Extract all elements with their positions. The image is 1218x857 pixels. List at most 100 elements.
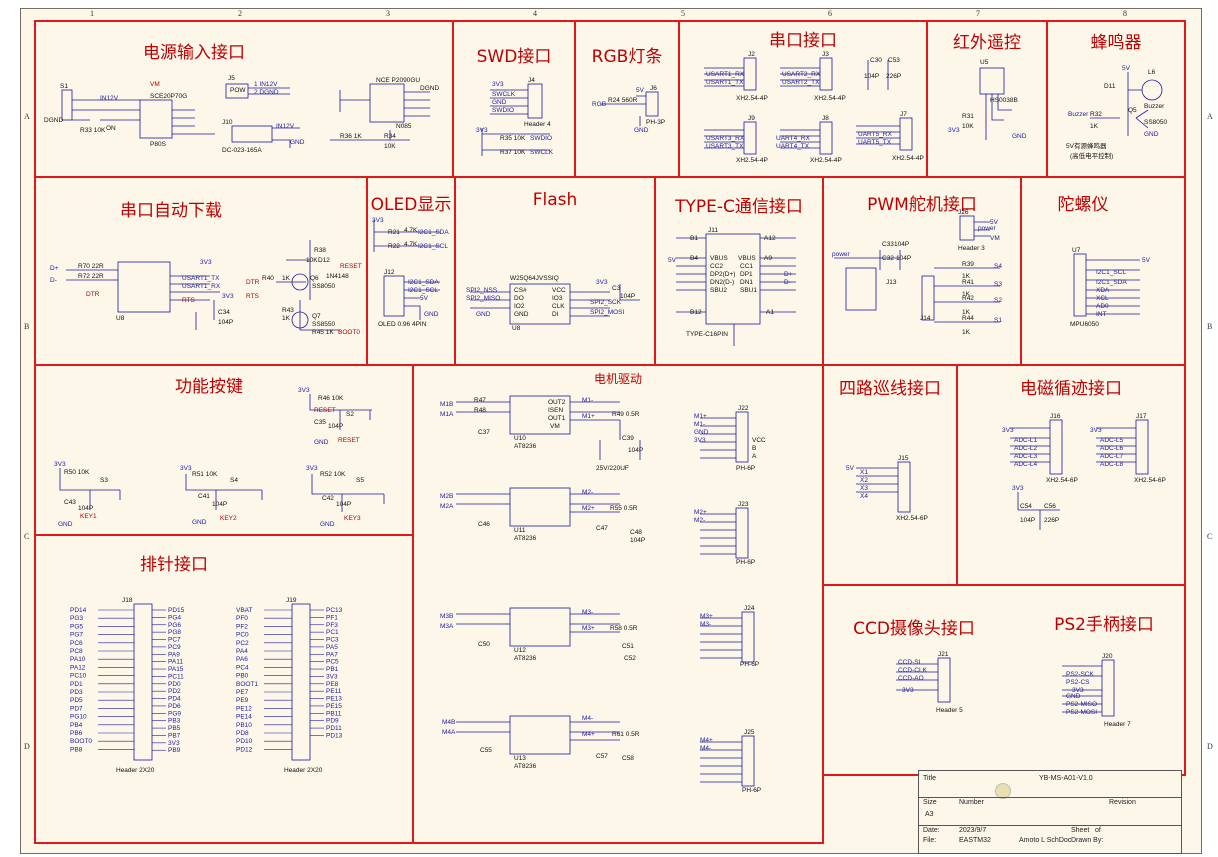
part-c53: C53 bbox=[888, 57, 900, 64]
part-c41: C41 bbox=[198, 493, 210, 500]
part-j11: J11 bbox=[708, 227, 718, 234]
ruler-col-3: 3 bbox=[386, 9, 390, 18]
part-r70: R70 22R bbox=[78, 263, 104, 270]
net-5v: 5V bbox=[636, 87, 645, 94]
net-dplus: D+ bbox=[50, 265, 59, 272]
part-ph3p: PH-3P bbox=[646, 119, 665, 126]
part-u8: U8 bbox=[116, 315, 125, 322]
j18-left-pin: PD1 bbox=[70, 681, 83, 688]
net-usart1-tx: USART1_TX bbox=[182, 275, 220, 282]
part-u8-flash: U8 bbox=[512, 325, 521, 332]
j19-right-pin: PC1 bbox=[326, 629, 339, 636]
j19-left-pin: PF0 bbox=[236, 615, 248, 622]
net-adc-l1: ADC-L1 bbox=[1014, 437, 1038, 444]
part-r39-value: 1K bbox=[962, 273, 971, 280]
part-d12: D12 bbox=[318, 257, 330, 264]
net-ps2-cs: PS2-CS bbox=[1066, 679, 1090, 686]
right-ruler: A B C D bbox=[1205, 20, 1217, 840]
net-spi2-nss: SPI2_NSS bbox=[466, 287, 498, 294]
size-value: A3 bbox=[925, 811, 934, 818]
j19-left-pin: BOOT1 bbox=[236, 681, 258, 688]
part-r32-value: 1K bbox=[1090, 123, 1099, 130]
header-j18-labels: PD14PG3PG5PG7PC6PC8PA10PA12PC10PD1PD3PD5… bbox=[70, 607, 185, 754]
part-oled-type: OLED 0.96 4PIN bbox=[378, 321, 427, 328]
j18-left-pin: PC8 bbox=[70, 648, 83, 655]
j5-pow: POW bbox=[230, 87, 246, 94]
part-r41: R41 bbox=[962, 279, 974, 286]
swd-labels: 3V3 J4 SWCLK GND SWDIO Header 4 3V3 R35 … bbox=[476, 77, 554, 156]
part-l6: L6 bbox=[1148, 69, 1156, 76]
net-gnd-k1: GND bbox=[58, 521, 73, 528]
ruler-col-5: 5 bbox=[681, 9, 685, 18]
ruler-row-a: A bbox=[24, 112, 30, 121]
title-value: YB-MS-A01-V1.0 bbox=[1039, 775, 1093, 782]
net-dminus: D- bbox=[50, 277, 57, 284]
size-label: Size bbox=[923, 799, 937, 806]
power-labels: S1 DGND VM IN12V SCE20P70G P80S R33 10K … bbox=[44, 75, 439, 154]
net-m3-plus: M3+ bbox=[582, 625, 595, 632]
net-usart2-rx: USART2_RX bbox=[782, 71, 821, 78]
net-rts: RTS bbox=[182, 297, 196, 304]
net-gnd: GND bbox=[1144, 131, 1159, 138]
j18-left-pin: PA10 bbox=[70, 656, 86, 663]
part-c3: C3 bbox=[612, 285, 621, 292]
net-3v3: 3V3 bbox=[372, 217, 384, 224]
part-c53-value: 226P bbox=[886, 73, 901, 80]
j18-left-pin: PD3 bbox=[70, 689, 83, 696]
buzzer-note-1: 5V有源蜂鸣器 bbox=[1066, 141, 1107, 150]
part-c3-value: 104P bbox=[620, 293, 635, 300]
part-c54-value: 104P bbox=[1020, 517, 1035, 524]
part-r49: R49 0.5R bbox=[612, 411, 640, 418]
net-m2b: M2B bbox=[440, 493, 453, 500]
part-1n4148: 1N4148 bbox=[326, 273, 349, 280]
j18-left-pin: PG3 bbox=[70, 615, 83, 622]
net-x1: X1 bbox=[860, 469, 868, 476]
doc-value: Amoto L SchDoc bbox=[1019, 837, 1072, 844]
part-u13-type: AT8236 bbox=[514, 763, 537, 770]
part-s3: S3 bbox=[100, 477, 108, 484]
part-c35-value: 104P bbox=[328, 423, 343, 430]
j19-left-pin: PC4 bbox=[236, 664, 249, 671]
part-r44-value: 1K bbox=[962, 329, 971, 336]
part-c42-value: 104P bbox=[336, 501, 351, 508]
part-s2: S2 bbox=[346, 411, 354, 418]
part-j13: J13 bbox=[886, 279, 897, 286]
j18-right-pin: PG9 bbox=[168, 710, 181, 717]
net-rts-2: RTS bbox=[246, 293, 260, 300]
net-3v3-2: 3V3 bbox=[222, 293, 234, 300]
part-j18-name: Header 2X20 bbox=[116, 767, 155, 774]
label-key2: KEY2 bbox=[220, 515, 237, 522]
net-adc-l6: ADC-L6 bbox=[1100, 445, 1124, 452]
part-r40: R40 bbox=[262, 275, 274, 282]
j18-right-pin: PB5 bbox=[168, 725, 181, 732]
net-rgb: RGB bbox=[592, 101, 606, 108]
net-i2c1-sda: I2C1_SDA bbox=[1096, 279, 1127, 286]
block-title-ccd: CCD摄像头接口 bbox=[853, 619, 975, 639]
j19-left-pin: PA6 bbox=[236, 656, 248, 663]
part-r42: R42 bbox=[962, 295, 974, 302]
j19-right-pin: PE15 bbox=[326, 703, 342, 710]
part-j16: J16 bbox=[1050, 413, 1061, 420]
part-s5: S5 bbox=[356, 477, 364, 484]
j18-right-pin: PG4 bbox=[168, 614, 181, 621]
ruler-col-6: 6 bbox=[828, 9, 832, 18]
j18-left-pin: PD7 bbox=[70, 705, 83, 712]
j18-right-pin: PD6 bbox=[168, 703, 181, 710]
part-j25: J25 bbox=[744, 729, 755, 736]
j23-m2minus: M2- bbox=[694, 517, 705, 524]
part-c32-value: 104P bbox=[896, 255, 911, 262]
part-r39: R39 bbox=[962, 261, 974, 268]
ruler-row-b: B bbox=[24, 322, 30, 331]
sheet-label: Sheet bbox=[1071, 827, 1090, 834]
pin-a1: A1 bbox=[766, 309, 774, 316]
net-5v: 5V bbox=[846, 465, 855, 472]
j23-m2plus: M2+ bbox=[694, 509, 707, 516]
part-c51: C51 bbox=[622, 643, 634, 650]
part-j3-type: XH2.54-4P bbox=[814, 95, 846, 102]
part-c35: C35 bbox=[314, 419, 326, 426]
j25-m4minus: M4- bbox=[700, 745, 711, 752]
block-pin-header: 排针接口 bbox=[34, 534, 414, 844]
j18-right-pin: PC9 bbox=[168, 644, 181, 651]
part-ss8550: SS8550 bbox=[312, 321, 336, 328]
part-c55: C55 bbox=[480, 747, 492, 754]
